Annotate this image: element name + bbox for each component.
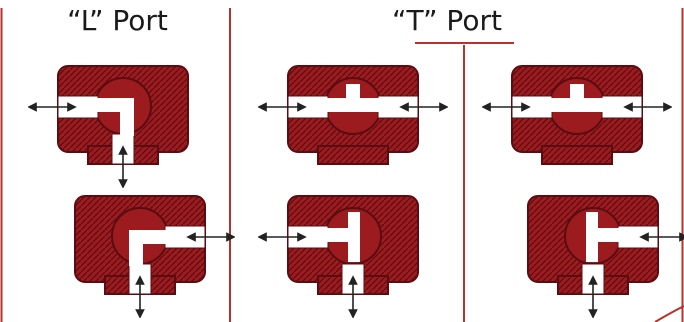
ball-flow-path	[326, 228, 352, 242]
valve-diagram	[527, 195, 684, 318]
valve-l-port-1	[28, 58, 218, 188]
ball-flow-path	[120, 98, 134, 136]
valve-t-port-3	[482, 58, 672, 188]
valve-neck	[317, 145, 389, 165]
t-port-title: “T” Port	[392, 4, 502, 37]
ball-flow-path	[594, 228, 620, 242]
valve-t-port-4	[498, 188, 684, 318]
valve-diagram	[28, 65, 189, 188]
l-port-title: “L” Port	[67, 4, 168, 37]
ball-flow-path	[129, 230, 143, 266]
valve-diagram	[258, 65, 448, 165]
ball-flow-path	[570, 84, 584, 108]
valve-neck	[541, 145, 613, 165]
valve-diagram	[74, 195, 235, 318]
ball-flow-path	[586, 212, 598, 262]
ball-flow-path	[346, 84, 360, 108]
ball-flow-path	[348, 212, 360, 262]
corner-curve	[654, 305, 684, 322]
valve-l-port-2	[45, 188, 235, 318]
valve-diagram	[482, 65, 672, 165]
valve-diagram	[258, 195, 419, 318]
valve-t-port-1	[258, 58, 448, 188]
valve-t-port-2	[258, 188, 448, 318]
